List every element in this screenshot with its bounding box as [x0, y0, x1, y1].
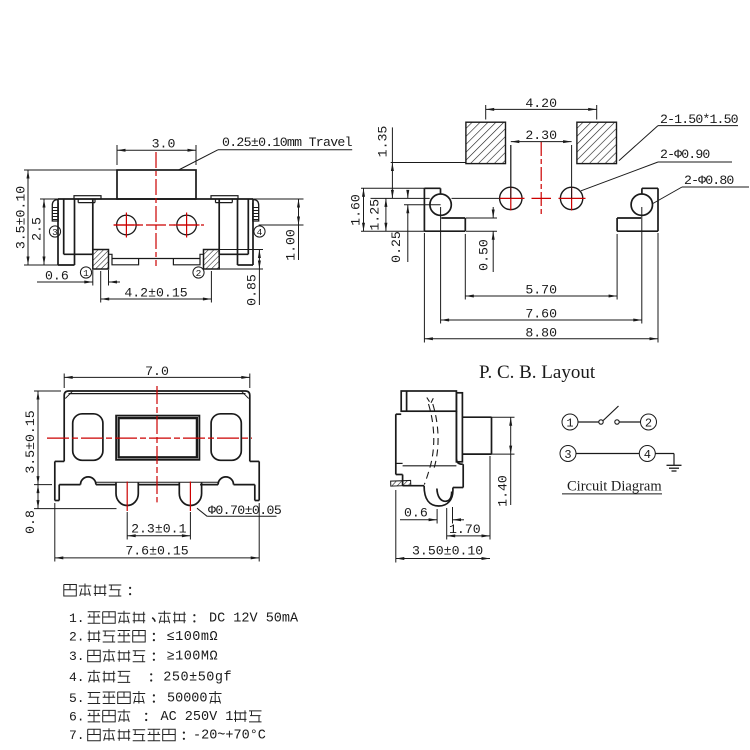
- svg-text:3.5±0.10: 3.5±0.10: [14, 186, 29, 249]
- svg-text:1: 1: [83, 268, 89, 279]
- svg-text:3.: 3.: [69, 649, 85, 664]
- svg-text:3.0: 3.0: [152, 137, 176, 152]
- svg-text:4: 4: [644, 448, 651, 462]
- svg-text:0.25: 0.25: [389, 231, 404, 263]
- svg-text:Φ0.70±0.05: Φ0.70±0.05: [208, 503, 282, 518]
- svg-text:AC 250V 1: AC 250V 1: [161, 710, 234, 725]
- svg-text:DC 12V 50mA: DC 12V 50mA: [209, 611, 299, 626]
- svg-text:1: 1: [566, 416, 573, 430]
- svg-text:7.0: 7.0: [145, 364, 169, 379]
- svg-text:≥100MΩ: ≥100MΩ: [167, 650, 219, 665]
- svg-text:3.50±0.10: 3.50±0.10: [412, 544, 483, 559]
- svg-text:2.5: 2.5: [30, 217, 45, 241]
- svg-text:0.6: 0.6: [404, 506, 428, 521]
- svg-text:0.85: 0.85: [245, 274, 260, 306]
- svg-text:4: 4: [257, 227, 263, 238]
- svg-text:4.20: 4.20: [525, 96, 557, 111]
- svg-text:5.: 5.: [69, 691, 85, 706]
- svg-text:5.70: 5.70: [525, 283, 557, 298]
- svg-text:1.70: 1.70: [449, 522, 481, 537]
- svg-text:8.80: 8.80: [525, 325, 557, 340]
- svg-text:7.60: 7.60: [525, 307, 557, 322]
- svg-text:Circuit Diagram: Circuit Diagram: [567, 479, 662, 495]
- svg-text:1.60: 1.60: [349, 194, 364, 226]
- svg-text:4.2±0.15: 4.2±0.15: [124, 286, 187, 301]
- svg-text:2: 2: [645, 416, 652, 430]
- svg-text:0.8: 0.8: [23, 510, 38, 534]
- svg-text:-20~+70°C: -20~+70°C: [193, 729, 266, 744]
- svg-text:1.: 1.: [69, 611, 85, 626]
- svg-text:1.35: 1.35: [376, 126, 391, 158]
- svg-text:≤100mΩ: ≤100mΩ: [167, 630, 219, 645]
- svg-text:4.: 4.: [69, 670, 85, 685]
- svg-text:250±50gf: 250±50gf: [163, 670, 232, 685]
- svg-text:P. C. B. Layout: P. C. B. Layout: [479, 362, 596, 383]
- svg-text:2.30: 2.30: [525, 128, 557, 143]
- svg-text:2-1.50*1.50: 2-1.50*1.50: [660, 112, 739, 127]
- svg-text:50000: 50000: [167, 692, 208, 707]
- svg-text:3.5±0.15: 3.5±0.15: [23, 410, 38, 473]
- svg-text:3: 3: [52, 227, 58, 238]
- svg-text:2.: 2.: [69, 630, 85, 645]
- svg-text:2: 2: [196, 268, 202, 279]
- svg-text:1.00: 1.00: [284, 229, 299, 261]
- svg-text:7.6±0.15: 7.6±0.15: [125, 544, 188, 559]
- svg-text:6.: 6.: [69, 709, 85, 724]
- svg-text:0.25±0.10mm Travel: 0.25±0.10mm Travel: [222, 135, 353, 150]
- svg-text:1.40: 1.40: [496, 475, 511, 507]
- svg-text:3: 3: [564, 448, 571, 462]
- svg-text:7.: 7.: [69, 728, 85, 743]
- svg-text:1.25: 1.25: [368, 199, 383, 231]
- svg-text:0.50: 0.50: [477, 239, 492, 271]
- svg-text:2-Φ0.80: 2-Φ0.80: [684, 173, 734, 188]
- svg-text:2-Φ0.90: 2-Φ0.90: [660, 147, 710, 162]
- svg-text:0.6: 0.6: [45, 269, 69, 284]
- svg-text:2.3±0.1: 2.3±0.1: [131, 522, 186, 537]
